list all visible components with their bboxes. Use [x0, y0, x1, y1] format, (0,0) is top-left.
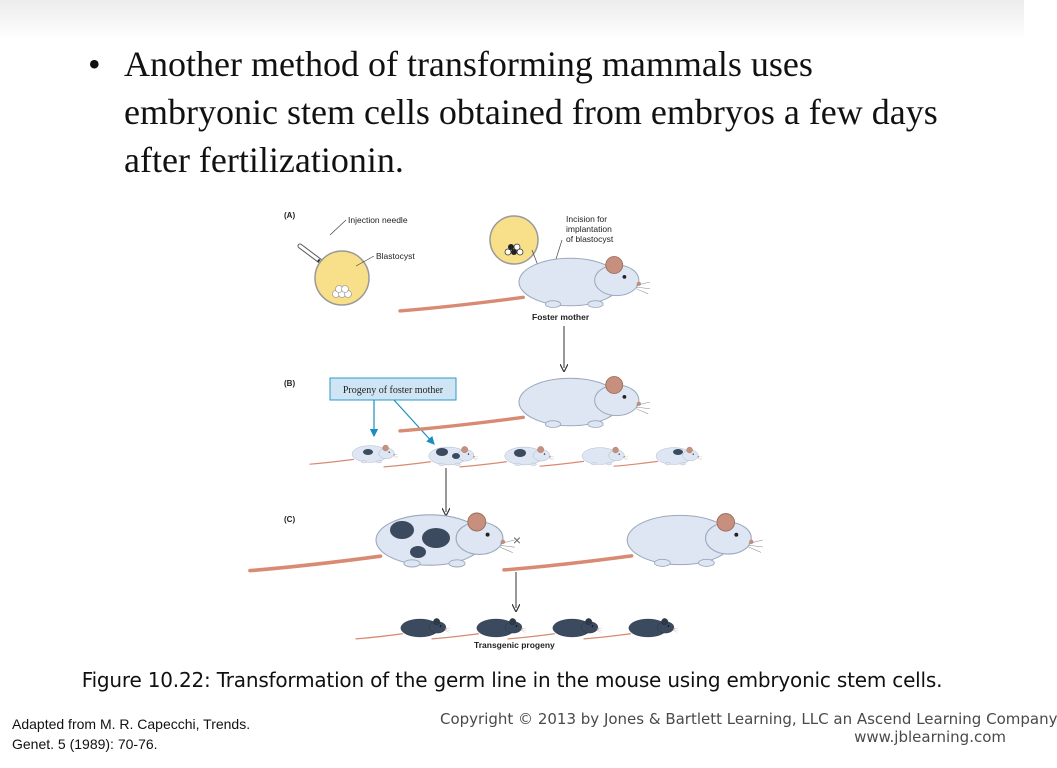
- chimeric-male-mouse: [248, 511, 517, 573]
- bullet-text: Another method of transforming mammals u…: [124, 44, 938, 180]
- cross-symbol: ×: [513, 532, 521, 548]
- chimeric-pup-1: [309, 444, 399, 465]
- publisher-url: www.jblearning.com: [854, 728, 1006, 746]
- chimeric-pup-5: [613, 446, 703, 467]
- panel-b-label: (B): [284, 379, 295, 388]
- mouse-transformation-figure: (A) Injection needle Blastocyst Incision…: [248, 211, 765, 650]
- copyright-notice: Copyright © 2013 by Jones & Bartlett Lea…: [440, 710, 1057, 746]
- copyright-line: Copyright © 2013 by Jones & Bartlett Lea…: [440, 710, 1057, 728]
- panel-a-label: (A): [284, 211, 295, 220]
- foster-mother-label: Foster mother: [532, 312, 590, 322]
- chimeric-pup-3: [459, 445, 555, 468]
- incision-label: Incision for implantation of blastocyst: [566, 214, 614, 244]
- blastocyst-icon: [314, 250, 370, 306]
- progeny-box-label: Progeny of foster mother: [343, 385, 444, 396]
- source-credit: Adapted from M. R. Capecchi, Trends. Gen…: [12, 714, 342, 754]
- credit-line-1: Adapted from M. R. Capecchi, Trends.: [12, 716, 251, 732]
- panel-c-label: (C): [284, 515, 295, 524]
- bullet-symbol: •: [88, 44, 101, 84]
- wild-type-mouse: [502, 511, 765, 572]
- figure-caption: Figure 10.22: Transformation of the germ…: [81, 668, 943, 692]
- credit-line-2: Genet. 5 (1989): 70-76.: [12, 736, 158, 752]
- transgenic-progeny-label: Transgenic progeny: [474, 640, 555, 650]
- transgenic-pup-1: [355, 617, 451, 640]
- chimeric-pup-2: [383, 445, 479, 468]
- injection-needle-label: Injection needle: [348, 215, 408, 225]
- progeny-box: [329, 377, 457, 401]
- blastocyst-small-icon: [489, 215, 539, 265]
- chimeric-pup-4: [539, 446, 629, 467]
- foster-mother-mouse: [398, 254, 652, 313]
- bullet-point: • Another method of transforming mammals…: [88, 40, 968, 184]
- slide-background-shade: [0, 0, 1024, 40]
- blastocyst-label: Blastocyst: [376, 251, 415, 261]
- progeny-pointer-2: [393, 399, 435, 445]
